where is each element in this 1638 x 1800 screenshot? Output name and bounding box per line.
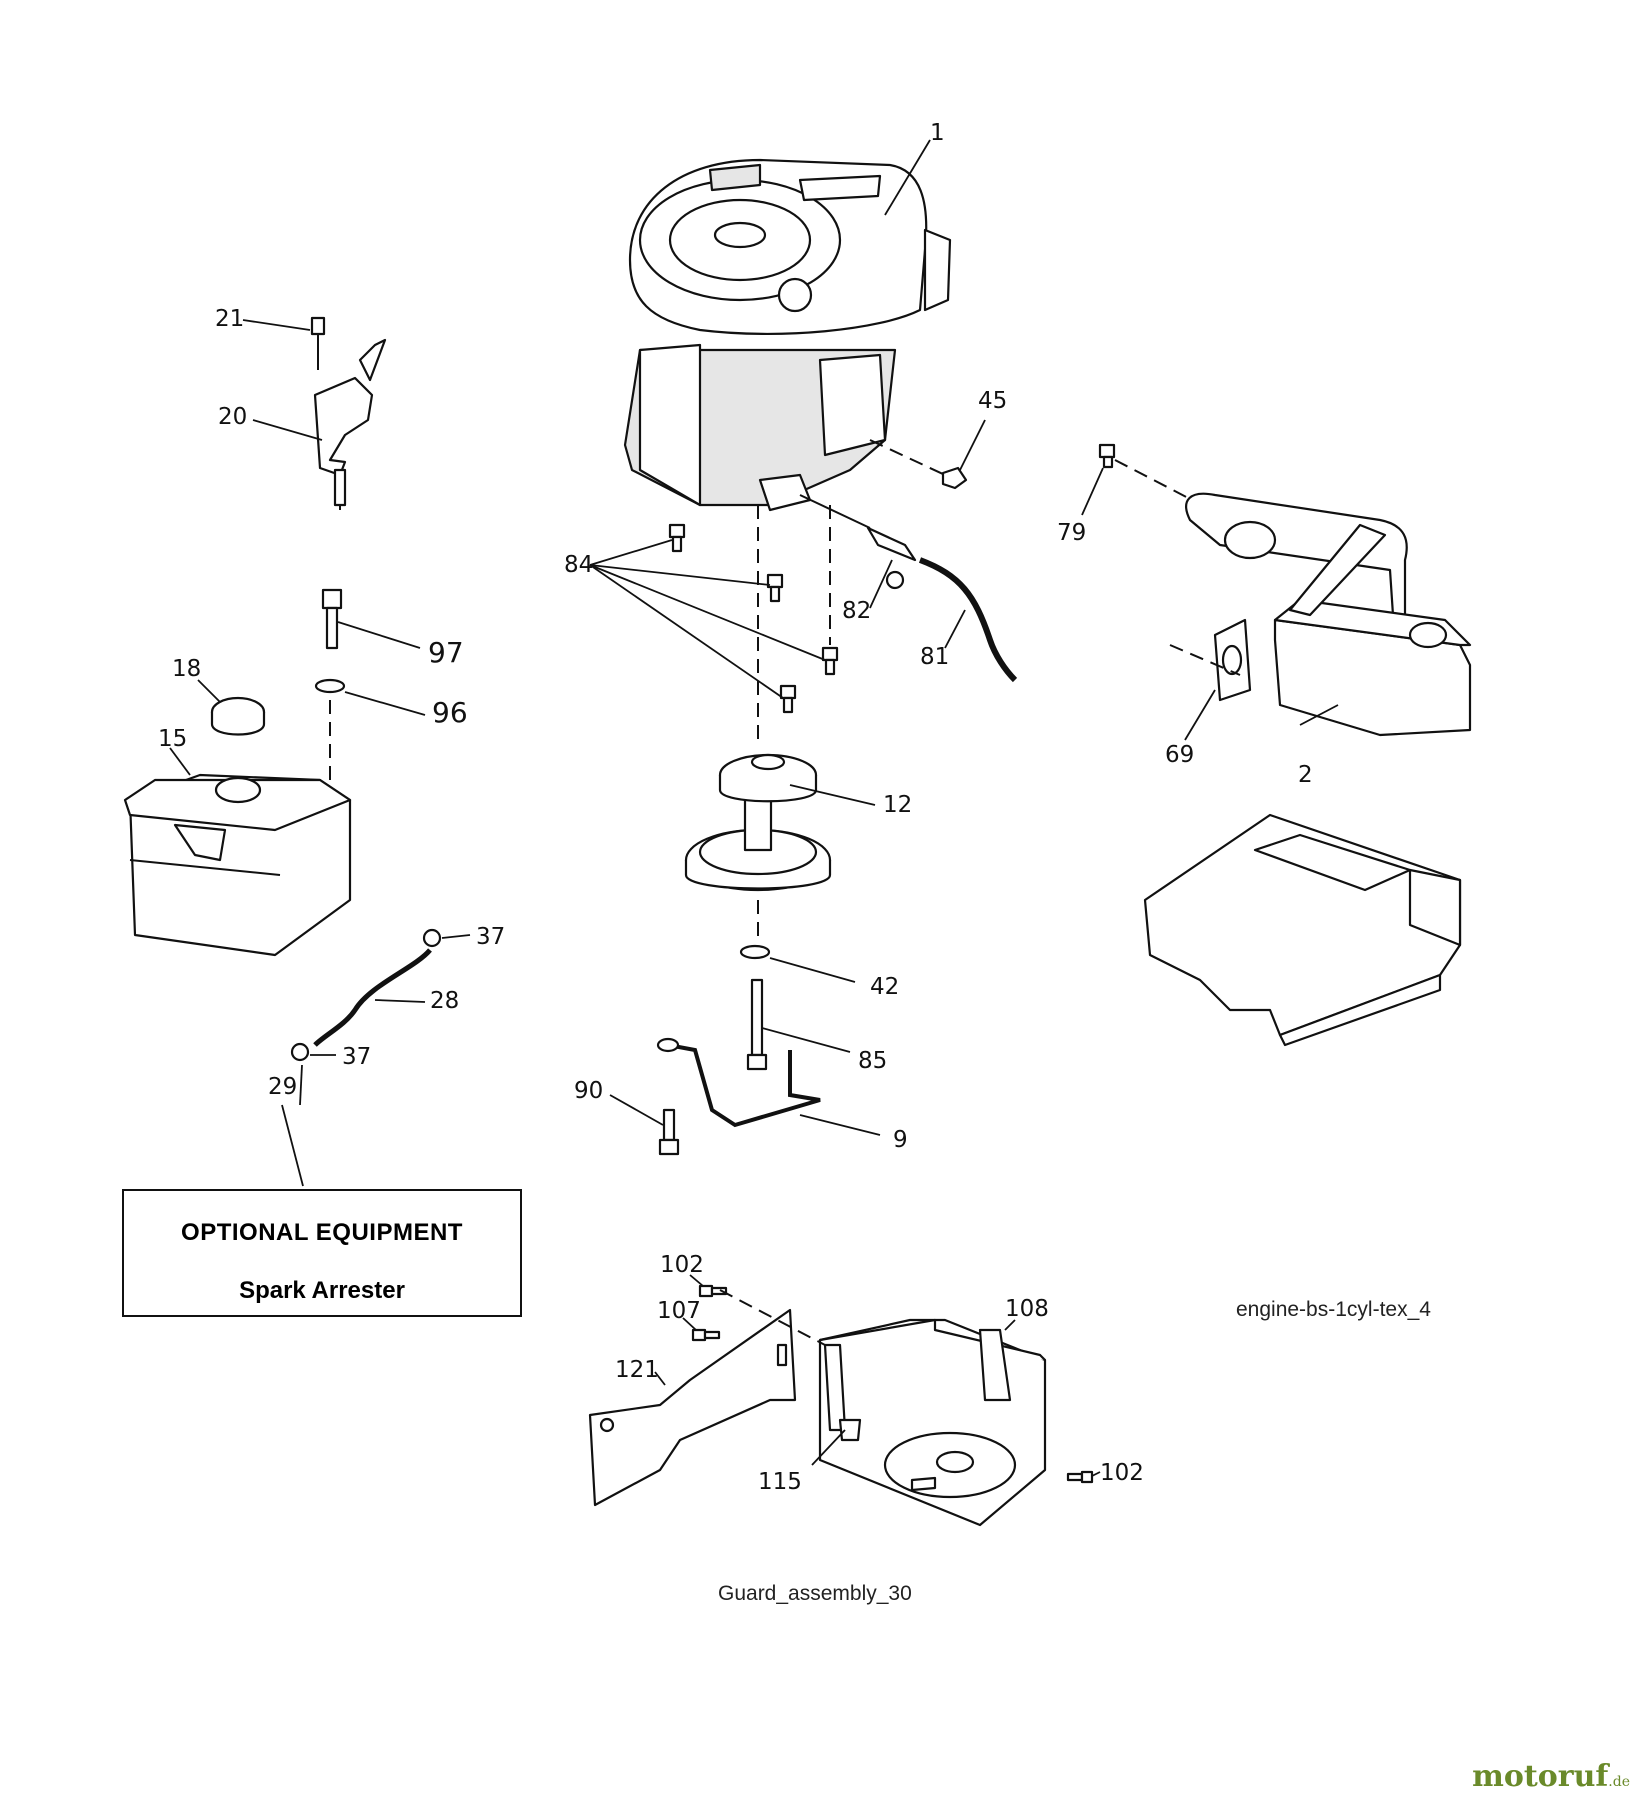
label-hose-81: 81 — [920, 644, 949, 670]
engine-drawing — [623, 158, 952, 512]
rod-9-drawing — [667, 1043, 821, 1128]
label-fuel-cap: 18 — [172, 656, 201, 682]
screw-107-drawing — [691, 1328, 721, 1342]
bolts-84-drawing — [668, 523, 839, 714]
bolt-85-drawing — [746, 978, 768, 1071]
fuel-line-drawing — [313, 948, 432, 1047]
label-washer-42: 42 — [870, 974, 899, 1000]
washer-96-drawing — [314, 678, 346, 694]
label-fuel-line: 28 — [430, 988, 459, 1014]
optional-equipment-title: OPTIONAL EQUIPMENT — [181, 1219, 463, 1246]
label-exhaust-screw-79: 79 — [1057, 520, 1086, 546]
washer-42-drawing — [739, 944, 771, 960]
gasket-69-drawing — [1213, 618, 1252, 702]
label-clamp-bottom: 37 — [342, 1044, 371, 1070]
label-muffler: 2 — [1298, 762, 1313, 788]
engine-mount-plate-drawing — [1143, 813, 1462, 1047]
bolt-90-drawing — [658, 1108, 680, 1156]
label-screw-107: 107 — [657, 1298, 701, 1324]
label-engine: 1 — [930, 120, 945, 146]
label-bolt-85: 85 — [858, 1048, 887, 1074]
brand-name: motoruf — [1472, 1759, 1609, 1794]
fuel-tank-drawing — [123, 773, 352, 957]
engine-section-caption: engine-bs-1cyl-tex_4 — [1236, 1298, 1431, 1321]
hose-81-drawing — [918, 557, 1018, 683]
clamp-top-drawing — [422, 928, 442, 948]
label-screw-102-top: 102 — [660, 1252, 704, 1278]
label-throttle-control: 20 — [218, 404, 247, 430]
exhaust-screw-79-drawing — [1098, 443, 1116, 469]
label-filter: 29 — [268, 1074, 297, 1100]
label-guard-108: 108 — [1005, 1296, 1049, 1322]
leader-engine — [884, 139, 931, 216]
label-fitting-82: 82 — [842, 598, 871, 624]
throttle-control-drawing — [310, 316, 387, 510]
label-plate-121: 121 — [615, 1357, 659, 1383]
label-pulley: 12 — [883, 792, 912, 818]
label-clamp-top: 37 — [476, 924, 505, 950]
optional-equipment-item: Spark Arrester — [239, 1277, 405, 1304]
guard-108-drawing — [818, 1318, 1047, 1527]
label-nut-45: 45 — [978, 388, 1007, 414]
label-guard-rod: 9 — [893, 1127, 908, 1153]
brand-tld: .de — [1608, 1774, 1630, 1790]
label-bolt-90: 90 — [574, 1078, 603, 1104]
label-gasket-69: 69 — [1165, 742, 1194, 768]
optional-equipment-box: OPTIONAL EQUIPMENT Spark Arrester — [122, 1189, 522, 1317]
label-bolt-97: 97 — [428, 636, 464, 669]
label-bracket-115: 115 — [758, 1469, 802, 1495]
label-screw-102-right: 102 — [1100, 1460, 1144, 1486]
label-throttle-screw: 21 — [215, 306, 244, 332]
screw-102-top-drawing — [698, 1284, 728, 1298]
bolt-97-drawing — [321, 588, 343, 650]
label-washer-96: 96 — [432, 696, 468, 729]
nut-45-drawing — [941, 466, 968, 490]
label-bolts-84: 84 — [564, 552, 593, 578]
fuel-cap-drawing — [210, 696, 266, 736]
label-fuel-tank: 15 — [158, 726, 187, 752]
brand-watermark: motoruf.de — [1472, 1759, 1630, 1794]
guard-plate-121-drawing — [588, 1308, 797, 1507]
pulley-drawing — [684, 753, 832, 892]
muffler-drawing — [1185, 492, 1472, 737]
clamp-bottom-drawing — [290, 1042, 310, 1062]
guard-section-caption: Guard_assembly_30 — [718, 1582, 912, 1605]
fitting-82-drawing — [799, 494, 917, 590]
screw-102-right-drawing — [1066, 1470, 1094, 1484]
